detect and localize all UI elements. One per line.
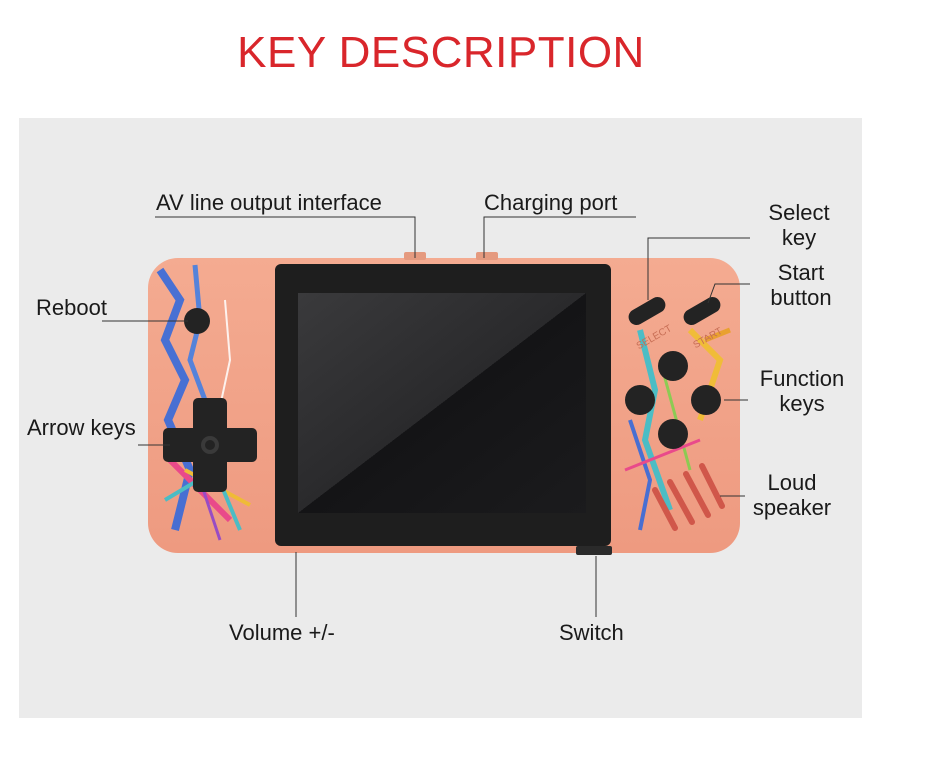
label-select-key: Select key bbox=[760, 200, 838, 250]
label-function-keys-line2: keys bbox=[779, 391, 825, 416]
label-select-key-line2: key bbox=[781, 225, 817, 250]
label-function-keys-line1: Function bbox=[759, 366, 845, 391]
label-start-button-line1: Start bbox=[777, 260, 825, 285]
function-buttons bbox=[625, 351, 721, 449]
label-select-key-line1: Select bbox=[768, 200, 830, 225]
label-volume: Volume +/- bbox=[229, 620, 335, 645]
screen bbox=[298, 293, 586, 513]
power-switch bbox=[576, 546, 612, 555]
label-start-button-line2: button bbox=[770, 285, 832, 310]
d-pad bbox=[163, 398, 257, 492]
select-key bbox=[628, 297, 666, 325]
label-loud-speaker-line2: speaker bbox=[752, 495, 832, 520]
label-start-button: Start button bbox=[760, 260, 842, 310]
label-charging-port: Charging port bbox=[484, 190, 618, 215]
leader-lines bbox=[102, 216, 750, 617]
label-function-keys: Function keys bbox=[752, 366, 852, 416]
label-av-output: AV line output interface bbox=[156, 190, 382, 215]
reboot-button bbox=[184, 308, 210, 334]
label-switch: Switch bbox=[559, 620, 624, 645]
start-button bbox=[683, 297, 721, 325]
page-title: KEY DESCRIPTION bbox=[237, 28, 645, 77]
label-reboot: Reboot bbox=[36, 295, 107, 320]
label-loud-speaker-line1: Loud bbox=[767, 470, 817, 495]
speaker-grille bbox=[652, 463, 725, 531]
label-loud-speaker: Loud speaker bbox=[746, 470, 838, 520]
charging-port-slot bbox=[476, 252, 498, 260]
label-arrow-keys: Arrow keys bbox=[27, 415, 136, 440]
